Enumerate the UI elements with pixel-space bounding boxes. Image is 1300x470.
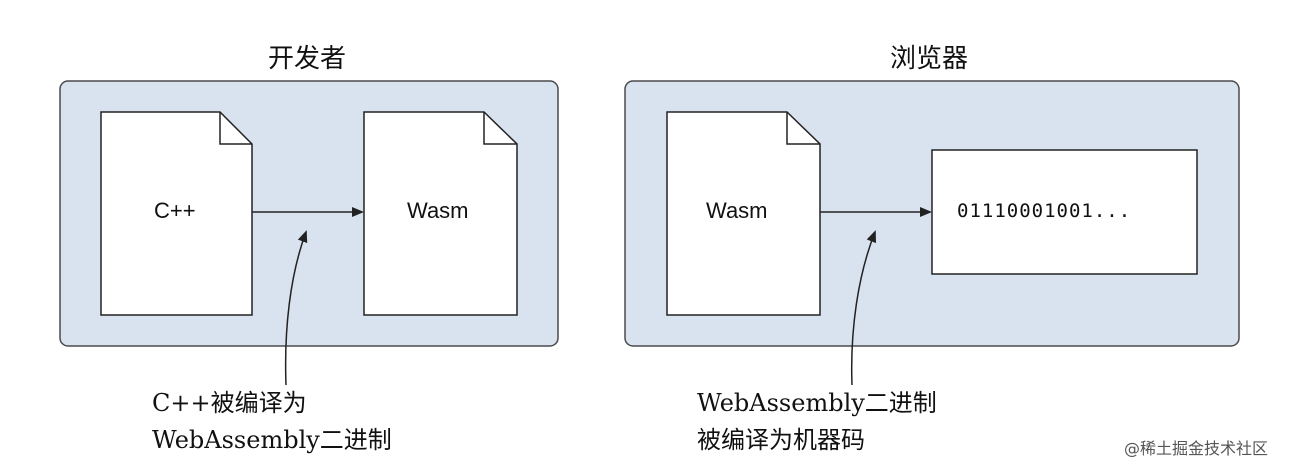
developer-caption-line-2: WebAssembly二进制 <box>152 426 392 454</box>
watermark-text: @稀土掘金技术社区 <box>1124 439 1269 458</box>
machine-code-text: 01110001001... <box>957 200 1132 222</box>
cpp-file-fold <box>219 112 252 145</box>
cpp-file-label: C++ <box>154 198 196 223</box>
machine-code-box <box>931 149 1198 275</box>
browser-callout-pointer <box>850 230 876 386</box>
wasm-file-icon <box>363 111 518 316</box>
wasm-file-fold <box>483 112 517 145</box>
browser-wasm-file-label: Wasm <box>706 198 768 223</box>
cpp-file-icon <box>100 111 253 316</box>
developer-callout-pointer <box>284 230 308 386</box>
browser-caption-line-2: 被编译为机器码 <box>697 426 865 454</box>
browser-panel-title: 浏览器 <box>890 44 969 74</box>
browser-wasm-file-fold <box>786 112 820 145</box>
developer-panel-title: 开发者 <box>268 44 347 74</box>
developer-caption-line-1: C++被编译为 <box>152 389 307 417</box>
browser-wasm-file-icon <box>666 111 821 316</box>
wasm-file-label: Wasm <box>407 198 469 223</box>
browser-caption-line-1: WebAssembly二进制 <box>697 389 937 417</box>
